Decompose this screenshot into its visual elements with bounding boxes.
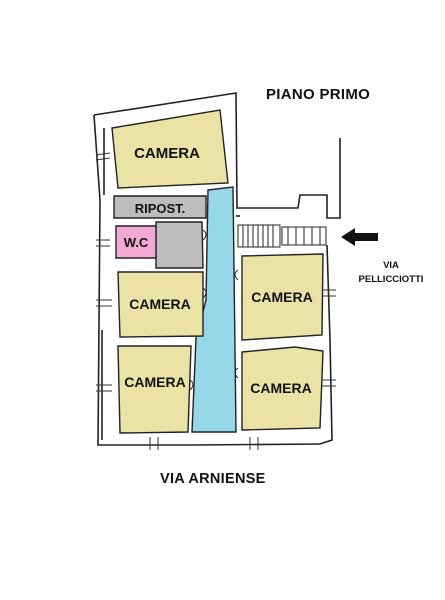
street-label-right-line1: VIA xyxy=(383,260,399,271)
label-ripostiglio: RIPOST. xyxy=(135,201,186,216)
label-camera-top: CAMERA xyxy=(134,145,200,162)
street-label-right-line2: PELLICCIOTTI xyxy=(358,274,424,285)
label-camera-mid-left: CAMERA xyxy=(129,296,190,312)
label-camera-bottom-left: CAMERA xyxy=(124,374,185,390)
room-service-grey xyxy=(155,221,204,269)
label-camera-mid-right: CAMERA xyxy=(251,289,312,305)
label-camera-bottom-right: CAMERA xyxy=(250,380,311,396)
room-ripostiglio xyxy=(113,195,207,219)
corridor xyxy=(191,186,237,433)
room-camera-mid-left xyxy=(117,271,204,338)
street-label-bottom: VIA ARNIENSE xyxy=(160,471,266,487)
room-camera-mid-right xyxy=(241,253,324,341)
staircase xyxy=(237,224,327,248)
floor-title: PIANO PRIMO xyxy=(266,86,371,103)
room-camera-bottom-left xyxy=(117,345,192,434)
arrow-left-icon xyxy=(341,228,378,246)
door-marks xyxy=(189,229,239,391)
room-camera-top xyxy=(111,109,229,189)
room-wc xyxy=(115,225,157,259)
street-label-right: VIA PELLICCIOTTI xyxy=(352,259,430,287)
label-wc: W.C xyxy=(124,235,149,250)
window-marks xyxy=(95,152,336,450)
room-camera-bottom-right xyxy=(241,346,324,431)
